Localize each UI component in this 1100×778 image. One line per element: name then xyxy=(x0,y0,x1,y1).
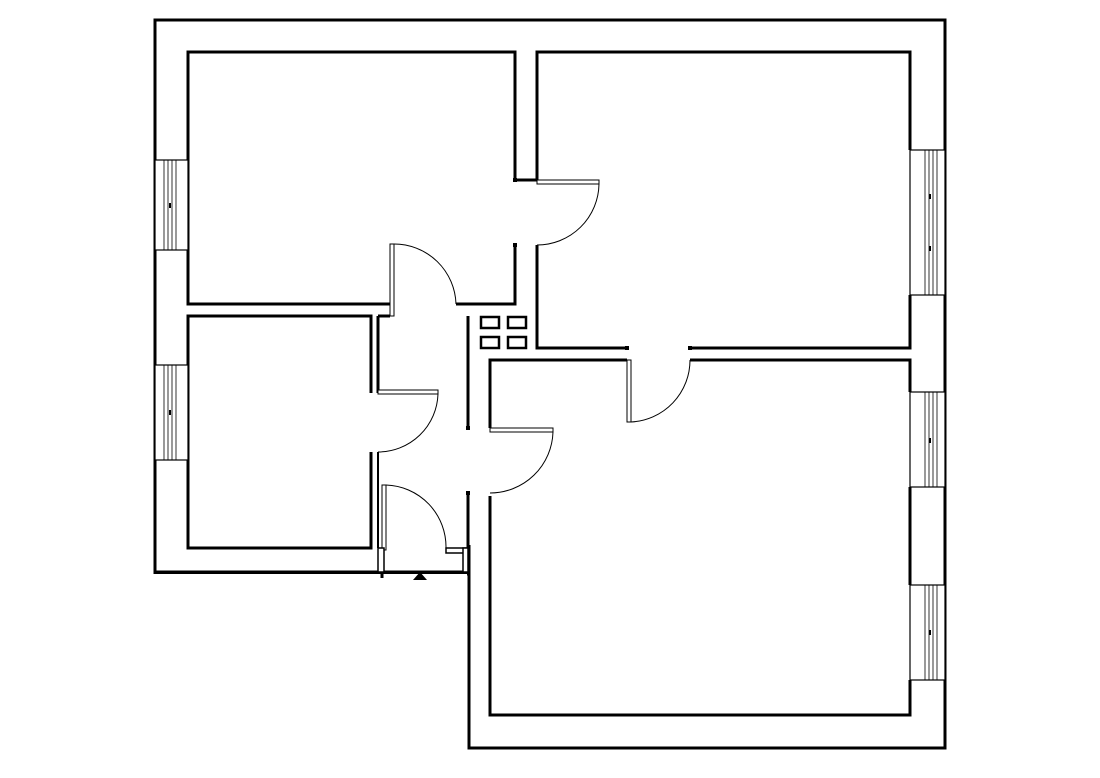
wall-cap-6 xyxy=(466,491,470,495)
door-hallway-southwest xyxy=(377,389,439,453)
vent-shaft-1 xyxy=(479,315,501,330)
window-west-1 xyxy=(154,159,189,251)
room-southeast-walls-2 xyxy=(690,358,912,392)
vent-shaft-4 xyxy=(506,335,528,350)
room-northeast-fill xyxy=(539,54,908,346)
window-east-3 xyxy=(909,584,946,681)
room-southeast-walls-4 xyxy=(488,496,912,717)
door-northwest-northeast xyxy=(536,179,600,246)
triangle-up-icon xyxy=(413,572,427,580)
vent-shaft-3 xyxy=(479,335,501,350)
room-northwest-fill xyxy=(190,54,513,302)
wall-cap-5 xyxy=(466,426,470,430)
room-southeast-walls xyxy=(488,358,627,428)
cutout-mask xyxy=(383,574,467,752)
window-west-2 xyxy=(154,364,189,461)
wall-cap-1 xyxy=(513,178,517,182)
room-southeast-fill xyxy=(492,360,908,713)
wall-cap-2 xyxy=(513,243,517,247)
door-northeast-southeast xyxy=(626,359,691,423)
room-northeast-walls-2 xyxy=(690,295,912,350)
room-northwest-walls-2 xyxy=(456,245,517,306)
door-hallway-southeast xyxy=(489,427,554,494)
room-northwest-walls xyxy=(186,50,537,306)
door-hallway-northwest xyxy=(389,243,457,317)
wall-cap-3 xyxy=(625,346,629,350)
window-east-2 xyxy=(909,391,946,488)
wall-cap-4 xyxy=(688,346,692,350)
room-southwest-fill xyxy=(190,318,371,546)
door-entrance xyxy=(377,484,469,573)
vent-shaft-2 xyxy=(506,315,528,330)
room-northeast-walls xyxy=(535,50,912,180)
window-east-1 xyxy=(909,149,946,296)
cutout-mask-left xyxy=(150,574,383,752)
room-northeast-walls-3 xyxy=(535,245,627,350)
